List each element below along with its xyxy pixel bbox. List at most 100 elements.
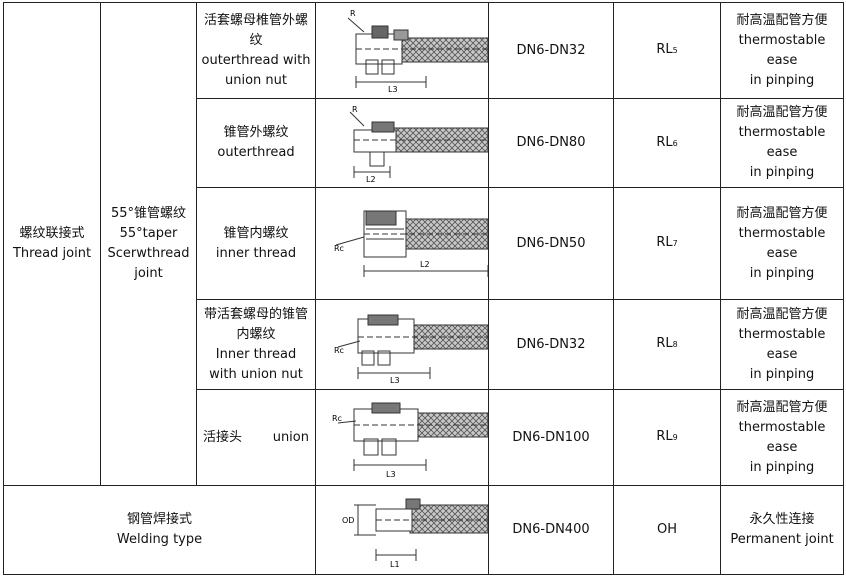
union-type-label: 活接头 union: [201, 428, 311, 448]
type-line: 锥管内螺纹: [223, 225, 289, 241]
remark-cn: 耐高温配管方便: [736, 12, 828, 28]
type-left: 活接头: [203, 429, 243, 445]
remark-cell: 耐高温配管方便 thermostable ease in pinping: [720, 299, 844, 390]
group-taper-thread: 55°锥管螺纹 55°taper Scerwthread joint: [100, 2, 197, 486]
code-subscript: 8: [672, 340, 678, 349]
hose-fitting-diagram: Rc L3: [334, 314, 488, 385]
drawing-label: L3: [388, 85, 398, 94]
welding-type-cell: 钢管焊接式 Welding type: [3, 485, 316, 575]
drawing-label: L3: [386, 470, 396, 479]
type-line: inner thread: [215, 245, 297, 261]
type-cell: 锥管内螺纹 inner thread: [196, 187, 316, 300]
code-subscript: 6: [672, 138, 678, 148]
type-line: outerthread with: [201, 52, 311, 68]
code-subscript: 5: [672, 46, 678, 55]
fitting-drawing-innerthread: Rc L2: [315, 187, 489, 300]
code-cell: RL8: [613, 299, 721, 390]
group-thread-en: Thread joint: [12, 246, 92, 261]
remark-en: in pinping: [749, 72, 815, 88]
remark-en: in pinping: [749, 366, 815, 382]
remark-en: in pinping: [749, 165, 815, 180]
type-cell: 带活套螺母的锥管 内螺纹 Inner thread with union nut: [196, 299, 316, 390]
remark-en: thermostable ease: [738, 225, 826, 261]
drawing-label: Rc: [334, 346, 344, 355]
welding-cn: 钢管焊接式: [126, 512, 192, 527]
code-label: RL: [656, 336, 673, 351]
drawing-label: R: [350, 9, 356, 18]
fitting-drawing-outer-union: R L3: [315, 2, 489, 99]
drawing-label: Rc: [334, 244, 344, 253]
size-cell: DN6-DN32: [488, 299, 614, 390]
table-row: 活接头 union: [4, 389, 844, 486]
size-cell: DN6-DN100: [488, 389, 614, 486]
size-cell: DN6-DN32: [488, 2, 614, 99]
type-line: with union nut: [209, 366, 303, 382]
table-row: 钢管焊接式 Welding type: [3, 485, 844, 575]
table-row: 带活套螺母的锥管 内螺纹 Inner thread with union nut: [4, 299, 844, 390]
drawing-label: L3: [390, 376, 400, 385]
fitting-drawing-welding: OD L1: [315, 485, 489, 575]
remark-cell: 永久性连接 Permanent joint: [720, 485, 844, 575]
remark-cell: 耐高温配管方便 thermostable ease in pinping: [720, 2, 844, 99]
size-cell: DN6-DN50: [488, 187, 614, 300]
type-line: Inner thread: [215, 346, 297, 362]
group-thread-cn: 螺纹联接式: [19, 226, 85, 241]
remark-cn: 耐高温配管方便: [736, 399, 828, 415]
fitting-drawing-union: Rc L3: [315, 389, 489, 486]
code-subscript: 7: [672, 239, 678, 248]
drawing-label: L2: [420, 260, 430, 269]
type-line: 锥管外螺纹: [223, 125, 289, 140]
fitting-drawing-outerthread: R L2: [315, 98, 489, 188]
hose-fitting-diagram: Rc L2: [334, 210, 488, 277]
table-row: 锥管内螺纹 inner thread: [4, 187, 844, 300]
group-thread-joint: 螺纹联接式 Thread joint: [3, 2, 101, 486]
remark-en: thermostable ease: [738, 419, 826, 455]
type-cell: 活接头 union: [196, 389, 316, 486]
group-taper-cn: 55°锥管螺纹: [110, 206, 187, 221]
remark-cell: 耐高温配管方便 thermostable ease in pinping: [720, 187, 844, 300]
type-line: 纹: [249, 32, 263, 48]
table-row: 螺纹联接式 Thread joint 55°锥管螺纹 55°taper Scer…: [3, 2, 844, 486]
group-taper-en1: 55°taper: [119, 226, 178, 241]
size-cell: DN6-DN400: [488, 485, 614, 575]
size-cell: DN6-DN80: [488, 98, 614, 188]
code-label: RL: [656, 42, 673, 57]
remark-en: in pinping: [749, 459, 815, 475]
drawing-label: R: [352, 105, 358, 114]
type-line: 内螺纹: [236, 326, 276, 342]
code-cell: RL7: [613, 187, 721, 300]
drawing-label: L1: [390, 560, 400, 569]
hose-fitting-diagram: OD L1: [342, 498, 488, 569]
table-row: 锥管外螺纹 outerthread R: [4, 98, 844, 188]
remark-cell: 耐高温配管方便 thermostable ease in pinping: [720, 98, 844, 188]
remark-cn: 耐高温配管方便: [736, 105, 828, 120]
drawing-label: Rc: [332, 414, 342, 423]
group-taper-en2: Scerwthread: [107, 246, 190, 261]
type-line: 带活套螺母的锥管: [203, 306, 308, 322]
drawing-label: OD: [342, 516, 354, 525]
remark-en: thermostable ease: [738, 326, 826, 362]
drawing-label: L2: [366, 175, 376, 184]
hose-fitting-diagram: R L3: [347, 9, 488, 94]
type-cell: 锥管外螺纹 outerthread: [196, 98, 316, 188]
type-line: union nut: [225, 72, 287, 88]
group-taper-en3: joint: [134, 266, 163, 281]
remark-en: thermostable ease: [738, 32, 826, 68]
code-label: RL: [656, 235, 673, 250]
remark-en: in pinping: [749, 265, 815, 281]
remark-cn: 永久性连接: [749, 512, 815, 527]
hose-fitting-diagram: R L2: [349, 105, 488, 184]
code-cell: RL9: [613, 389, 721, 486]
type-cell: 活套螺母椎管外螺 纹 outerthread with union nut: [196, 2, 316, 99]
remark-en: thermostable ease: [738, 125, 826, 160]
type-right: union: [272, 429, 309, 445]
type-line: outerthread: [217, 145, 295, 160]
remark-cn: 耐高温配管方便: [736, 306, 828, 322]
fitting-drawing-inner-union: Rc L3: [315, 299, 489, 390]
code-cell: OH: [613, 485, 721, 575]
welding-en: Welding type: [116, 532, 203, 547]
code-label: RL: [656, 429, 673, 444]
code-subscript: 9: [672, 433, 678, 442]
hose-fitting-diagram: Rc L3: [332, 402, 488, 479]
code-label: RL: [656, 134, 673, 150]
